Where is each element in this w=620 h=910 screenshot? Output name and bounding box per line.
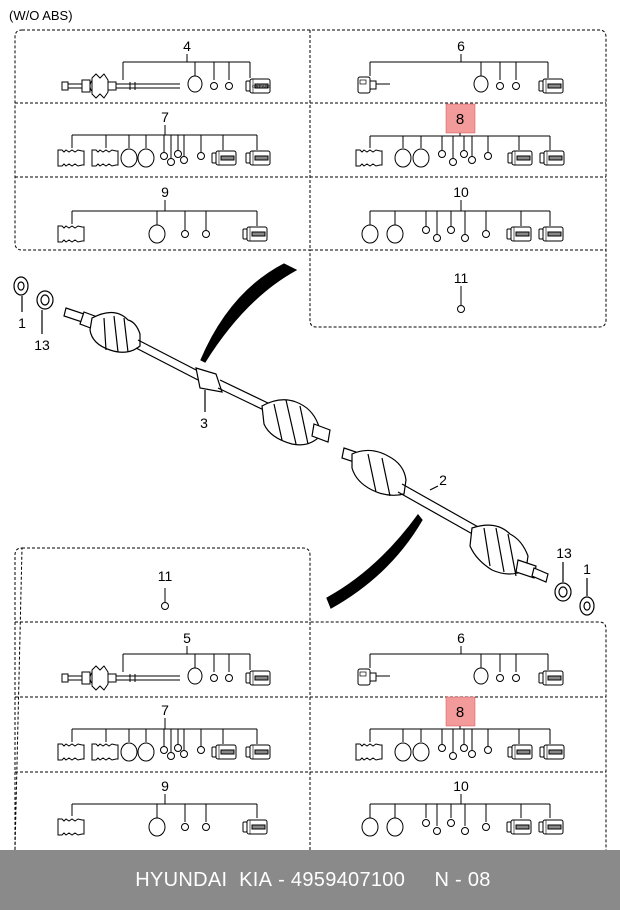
diagram-note: (W/O ABS)	[9, 8, 73, 23]
callout-7: 7	[161, 109, 169, 125]
callout-1-right: 1	[583, 561, 591, 577]
upper-kit-box	[14, 29, 607, 328]
kit-7-lower	[57, 718, 271, 762]
callout-2: 2	[439, 472, 447, 488]
callout-13: 13	[34, 337, 50, 353]
kit-11-lower	[161, 588, 169, 610]
reference-code: N - 08	[434, 868, 491, 891]
kit-8	[355, 133, 565, 168]
kit-6-lower	[357, 646, 564, 686]
highlight-8-lower	[445, 696, 476, 727]
callout-11-lower: 11	[158, 568, 173, 584]
lower-kit-box	[14, 547, 607, 850]
callout-9-lower: 9	[161, 778, 169, 794]
callout-5: 5	[183, 630, 191, 646]
kit-10	[361, 200, 564, 244]
kit-9-lower	[57, 794, 268, 837]
callout-6: 6	[457, 38, 465, 54]
kit-9	[57, 200, 268, 244]
part-number: 4959407100	[290, 868, 406, 891]
callout-9: 9	[161, 184, 169, 200]
callout-7-lower: 7	[161, 702, 169, 718]
callout-10-lower: 10	[453, 778, 469, 794]
callout-13-right: 13	[556, 545, 572, 561]
callout-10: 10	[453, 184, 469, 200]
kit-8-lower	[355, 726, 565, 762]
brand-name: HYUNDAI KIA	[135, 868, 273, 891]
kit-6	[357, 54, 564, 94]
kit-4: GREASE	[61, 54, 271, 99]
exploded-parts-diagram: (W/O ABS) GREASE 4	[9, 8, 607, 850]
kit-7	[57, 125, 271, 168]
kit-10-lower	[361, 794, 564, 837]
callout-4: 4	[183, 38, 191, 54]
callout-8: 8	[456, 111, 464, 128]
callout-3: 3	[200, 415, 208, 431]
kit-11	[457, 286, 465, 313]
callout-1: 1	[18, 315, 26, 331]
callout-6-lower: 6	[457, 630, 465, 646]
callout-8-lower: 8	[456, 704, 464, 721]
svg-text:GREASE: GREASE	[252, 84, 271, 89]
kit-5	[61, 646, 271, 691]
drive-shaft-assembly	[13, 263, 595, 616]
footer-gap	[405, 869, 434, 892]
footer-separator: -	[272, 868, 291, 891]
highlight-8	[445, 103, 476, 134]
part-footer: HYUNDAI KIA - 4959407100 N - 08	[0, 850, 620, 910]
callout-11: 11	[454, 270, 469, 286]
